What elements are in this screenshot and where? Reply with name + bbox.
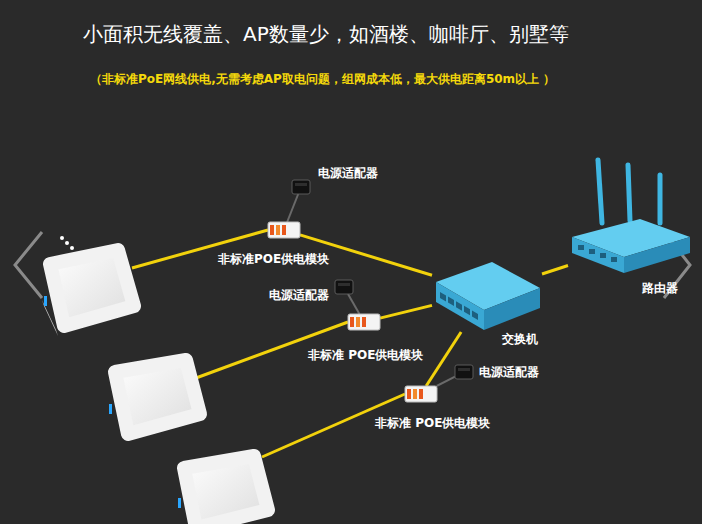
cable (437, 377, 455, 386)
dots (60, 236, 74, 250)
access-point (109, 360, 200, 434)
power-adapter: 电源适配器 (455, 365, 473, 379)
network-switch-shape (432, 252, 542, 332)
subtitle-note: （非标准PoE网线供电,无需考虑AP取电问题，组网成本低，最大供电距离50m以上… (90, 72, 555, 86)
node-label: 非标准 POE供电模块 (308, 348, 423, 362)
poe-module-shape (405, 386, 437, 402)
nav-arrow (15, 232, 42, 298)
poe-module: 非标准 POE供电模块 (405, 386, 437, 402)
node-label: 电源适配器 (318, 166, 378, 180)
cable (287, 194, 298, 222)
title: 小面积无线覆盖、AP数量少，如酒楼、咖啡厅、别墅等 (83, 22, 569, 46)
power-adapter-shape (335, 280, 353, 294)
power-adapter-shape (292, 180, 310, 194)
cable (380, 305, 432, 318)
power-adapter: 电源适配器 (335, 280, 353, 294)
router: 路由器 (568, 215, 693, 275)
node-label: 非标准 POE供电模块 (375, 416, 490, 430)
node-label: 电源适配器 (269, 288, 329, 302)
poe-module: 非标准 POE供电模块 (348, 314, 380, 330)
poe-module-shape (268, 222, 300, 238)
node-label: 电源适配器 (479, 365, 539, 379)
power-adapter: 电源适配器 (292, 180, 310, 194)
router-shape (568, 215, 693, 275)
poe-module-shape (348, 314, 380, 330)
network-switch: 交换机 (432, 252, 542, 332)
poe-module: 非标准POE供电模块 (268, 222, 300, 238)
node-label: 非标准POE供电模块 (218, 252, 329, 266)
cable (542, 265, 568, 274)
power-adapter-shape (455, 365, 473, 379)
cable (348, 294, 359, 314)
access-point (42, 250, 134, 336)
node-label: 路由器 (642, 281, 678, 295)
node-label: 交换机 (502, 332, 538, 346)
access-point (178, 456, 268, 524)
